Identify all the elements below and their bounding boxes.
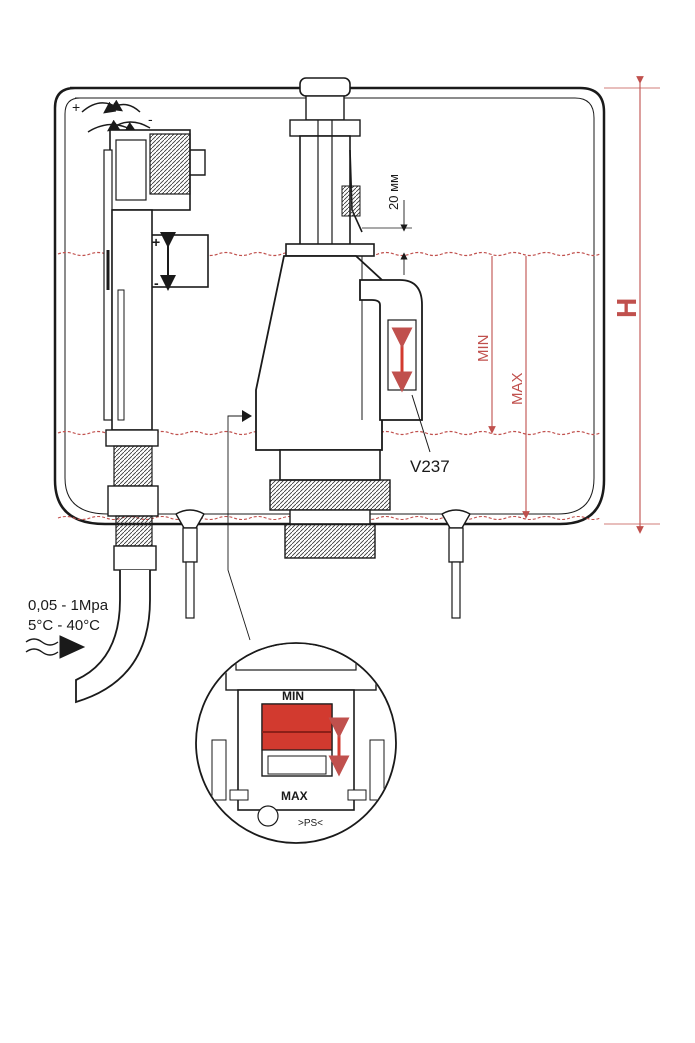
temperature-label: 5°C - 40°C [28, 617, 100, 634]
model-label: V237 [410, 457, 450, 476]
model-leader [411, 394, 431, 453]
detail-mark-label: >PS< [298, 818, 323, 829]
water-inlet-arrow [25, 635, 86, 659]
max-level-label: MAX [509, 372, 526, 405]
pressure-label: 0,05 - 1Mpa [28, 597, 109, 614]
gap-dimension [362, 200, 412, 275]
mounting-bolts [175, 509, 471, 619]
plus-top-label: + [72, 99, 80, 115]
minus-top-label: - [148, 111, 153, 127]
height-label: H [611, 298, 642, 318]
detail-leader [227, 415, 251, 641]
min-level-label: MIN [475, 335, 492, 363]
flush-valve [255, 77, 423, 559]
plus-float-label: + [152, 234, 160, 250]
height-dimension [604, 76, 660, 534]
detail-max-label: MAX [281, 789, 308, 803]
detail-magnifier [195, 642, 397, 844]
level-dimensions [488, 256, 530, 519]
minus-float-label: - [154, 275, 159, 291]
gap-label: 20 мм [386, 174, 401, 210]
detail-min-label: MIN [282, 689, 304, 703]
fill-valve [75, 99, 209, 704]
